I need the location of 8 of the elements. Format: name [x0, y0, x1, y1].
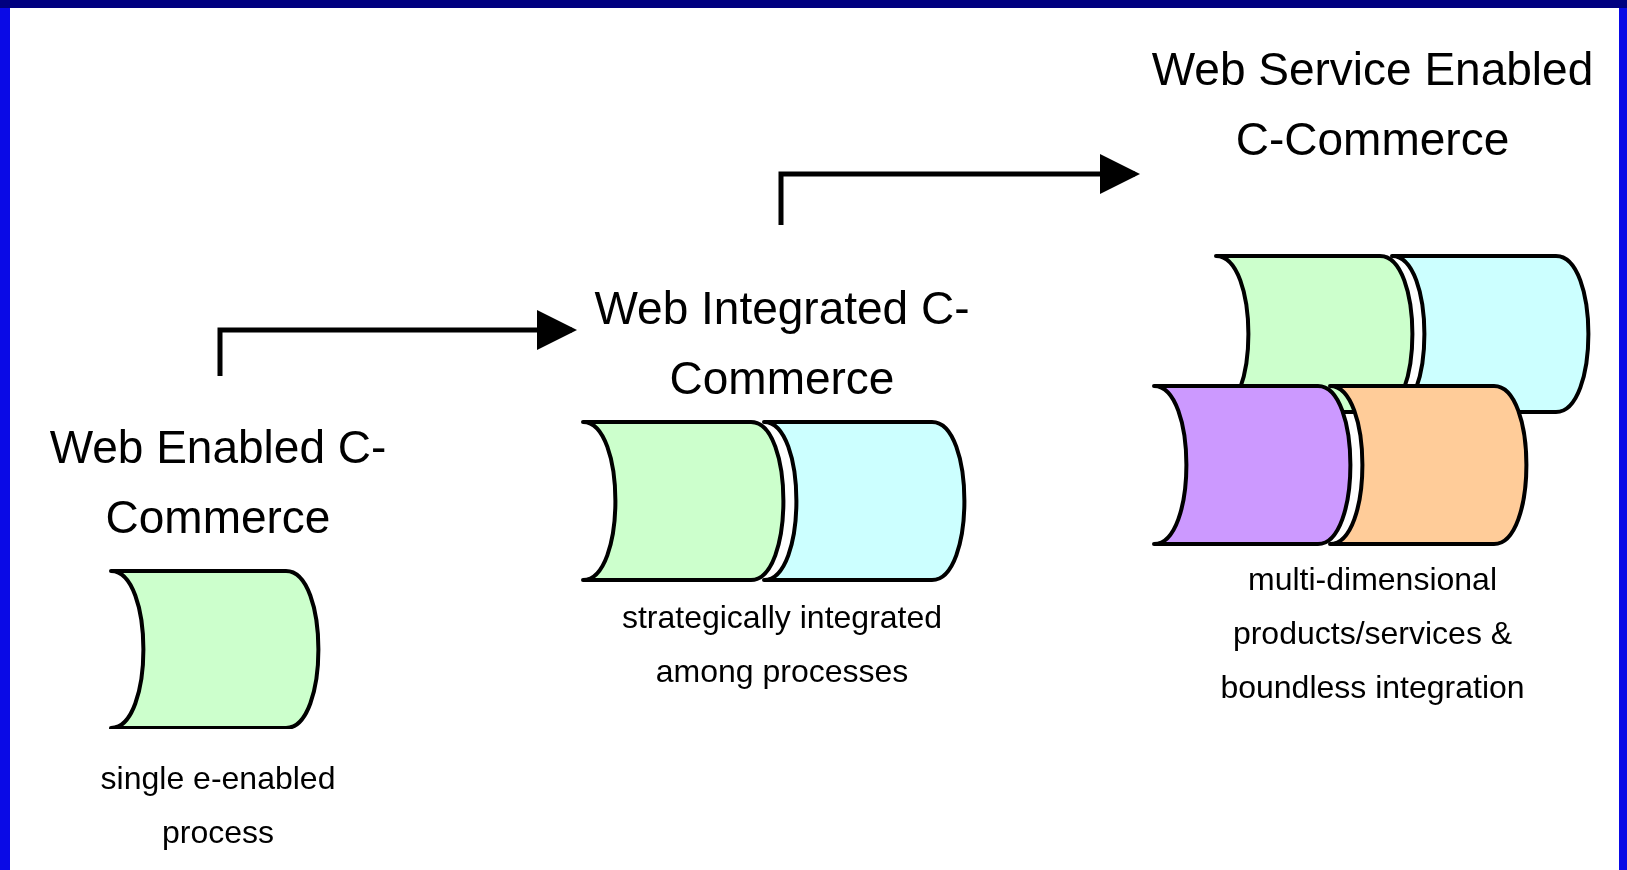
arrow	[217, 310, 577, 376]
stage-title: Web Enabled C-Commerce	[48, 420, 388, 545]
arrow	[778, 154, 1140, 225]
stage-title: Web Service Enabled C-Commerce	[1150, 42, 1595, 167]
stage-title: Web Integrated C-Commerce	[593, 281, 971, 406]
stage-description: multi-dimensional products/services & boundless integration	[1219, 560, 1526, 707]
stage-description: strategically integrated among processes	[620, 598, 944, 691]
stage-description: single e-enabled process	[99, 759, 337, 852]
